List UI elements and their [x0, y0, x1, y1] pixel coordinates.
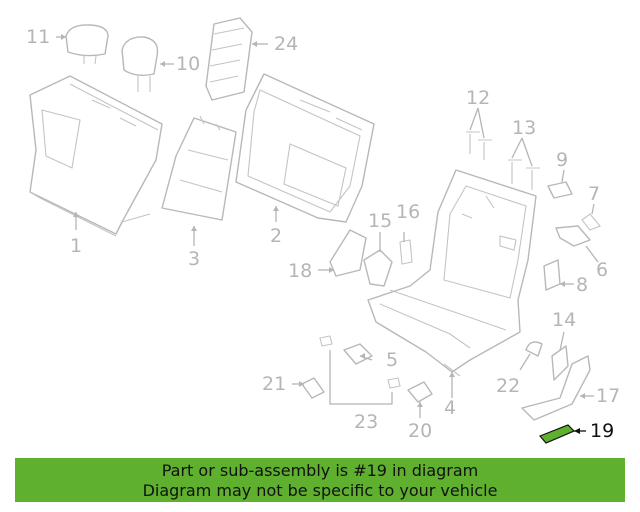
label-4: 4 — [444, 397, 456, 419]
label-21: 21 — [262, 373, 286, 395]
part-6-bracket — [555, 225, 591, 247]
part-1-seat-back — [29, 75, 163, 237]
part-15-bracket — [363, 249, 393, 287]
part-16-bracket — [399, 239, 413, 265]
part-18-bracket — [329, 229, 367, 277]
label-22: 22 — [496, 375, 520, 397]
part-20-bracket — [407, 381, 433, 403]
part-24-panel — [205, 17, 253, 101]
label-16: 16 — [396, 201, 420, 223]
part-7-bracket — [581, 213, 601, 231]
part-5-bracket — [343, 343, 373, 365]
leader-arrowheads — [61, 34, 585, 407]
part-11-headrest — [65, 24, 109, 65]
label-18: 18 — [288, 260, 312, 282]
part-21-bracket — [301, 377, 325, 399]
part-4-seat-frame — [367, 169, 537, 377]
part-9-clip — [547, 181, 573, 199]
label-11: 11 — [26, 26, 50, 48]
label-1: 1 — [70, 235, 82, 257]
leader-arrowhead-19 — [574, 428, 580, 434]
part-17-trim — [521, 355, 591, 421]
label-9: 9 — [556, 149, 568, 171]
parts-diagram: 11 10 24 1 3 2 12 13 9 7 6 8 15 16 18 5 … — [26, 17, 620, 444]
label-6: 6 — [596, 259, 608, 281]
label-3: 3 — [188, 248, 200, 270]
part-labels: 11 10 24 1 3 2 12 13 9 7 6 8 15 16 18 5 … — [26, 26, 620, 442]
label-17: 17 — [596, 385, 620, 407]
part-3-pad — [161, 115, 237, 221]
part-8-cover — [543, 259, 561, 291]
part-23-pieces — [319, 335, 401, 405]
label-13: 13 — [512, 117, 536, 139]
label-8: 8 — [576, 274, 588, 296]
label-2: 2 — [270, 225, 282, 247]
label-12: 12 — [466, 87, 490, 109]
label-15: 15 — [368, 210, 392, 232]
leader-lines — [56, 36, 599, 432]
info-banner: Part or sub-assembly is #19 in diagram D… — [15, 458, 625, 502]
part-22-clip — [525, 341, 543, 357]
part-2-back-frame — [235, 73, 375, 223]
part-19-highlighted[interactable] — [538, 424, 576, 444]
part-10-headrest — [121, 36, 159, 92]
label-7: 7 — [588, 183, 600, 205]
label-14: 14 — [552, 309, 576, 331]
part-13-bolts — [508, 159, 540, 190]
label-20: 20 — [408, 420, 432, 442]
banner-line-1: Part or sub-assembly is #19 in diagram — [161, 461, 479, 480]
label-10: 10 — [176, 53, 200, 75]
label-19: 19 — [590, 420, 614, 442]
part-12-bolts — [466, 131, 492, 160]
label-24: 24 — [274, 33, 298, 55]
label-5: 5 — [386, 349, 398, 371]
label-23: 23 — [354, 411, 378, 433]
banner-line-2: Diagram may not be specific to your vehi… — [142, 481, 498, 500]
part-14-bracket — [551, 345, 569, 381]
